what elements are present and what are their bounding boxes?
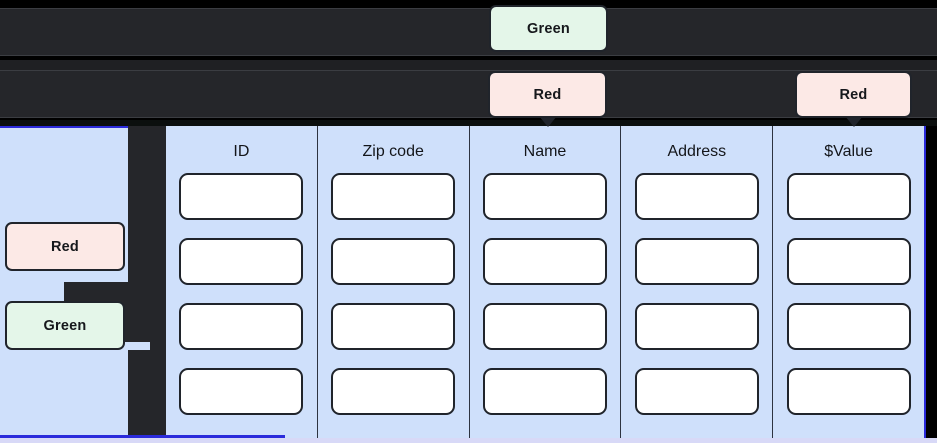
sidebar-table-gutter [150, 126, 166, 438]
background-band-edge [0, 120, 937, 126]
column-header-zip-code: Zip code [362, 143, 424, 160]
table-cell[interactable] [179, 238, 304, 285]
table-cell[interactable] [634, 368, 759, 415]
tooltip-red-name-column: Red [488, 71, 607, 127]
background-band-middle [0, 60, 937, 70]
table-cell[interactable] [786, 238, 911, 285]
table-cell[interactable] [786, 368, 911, 415]
table-cell[interactable] [179, 368, 304, 415]
table-cell[interactable] [786, 303, 911, 350]
table-cell[interactable] [179, 173, 304, 220]
data-table-panel: ID Zip code Name Address $Value [166, 126, 926, 443]
table-cell[interactable] [786, 173, 911, 220]
tooltip-green-top: Green [489, 5, 608, 52]
table-cell[interactable] [634, 173, 759, 220]
table-cell[interactable] [482, 238, 607, 285]
tooltip-green-sidebar: Green [5, 301, 125, 350]
column-header-id: ID [233, 143, 250, 160]
background-band-bottom [0, 70, 937, 118]
table-column-name[interactable]: Name [470, 126, 622, 443]
table-cell[interactable] [331, 173, 456, 220]
table-column-id[interactable]: ID [166, 126, 318, 443]
tooltip-red-value-column: Red [795, 71, 912, 127]
column-header-name: Name [523, 143, 567, 160]
table-cell[interactable] [331, 238, 456, 285]
bottom-strip [0, 438, 937, 443]
sidebar-bottom-rule [0, 435, 285, 438]
table-column-address[interactable]: Address [621, 126, 774, 443]
table-column-value[interactable]: $Value [773, 126, 924, 443]
tooltip-red-sidebar: Red [5, 222, 125, 271]
column-header-value: $Value [824, 143, 873, 160]
table-cell[interactable] [482, 303, 607, 350]
table-column-zip-code[interactable]: Zip code [318, 126, 470, 443]
table-cell[interactable] [634, 303, 759, 350]
table-cell[interactable] [482, 368, 607, 415]
column-header-address: Address [667, 143, 727, 160]
table-cell[interactable] [179, 303, 304, 350]
table-cell[interactable] [634, 238, 759, 285]
sidebar-gap-d [128, 350, 152, 438]
background-band-top [0, 8, 937, 56]
table-cell[interactable] [331, 368, 456, 415]
table-cell[interactable] [482, 173, 607, 220]
table-cell[interactable] [331, 303, 456, 350]
sidebar-gap-a [128, 126, 152, 222]
